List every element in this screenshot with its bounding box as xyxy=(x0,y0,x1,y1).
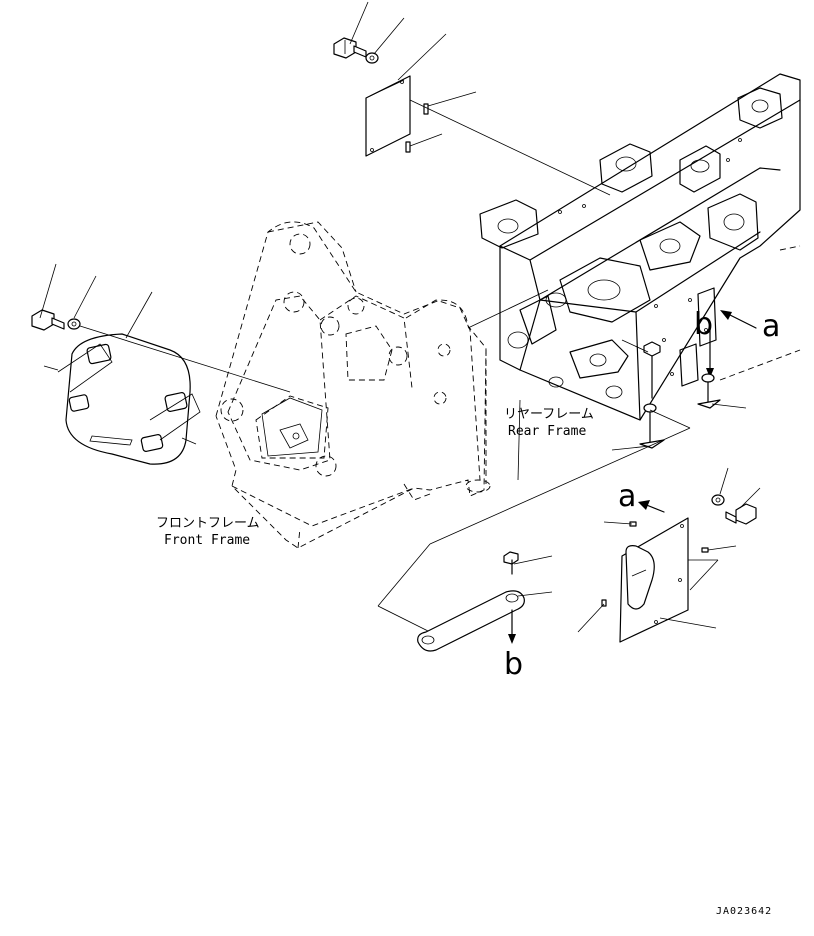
lower-washer xyxy=(711,494,725,506)
rear-frame-label-en: Rear Frame xyxy=(508,424,586,439)
front-frame-label-en: Front Frame xyxy=(164,533,250,548)
stay-bar-ref-b: b xyxy=(504,647,523,682)
lower-pin-2 xyxy=(701,547,709,553)
rear-frame-reference-arrows xyxy=(697,310,757,409)
stay-bar xyxy=(417,590,525,652)
top-bolt xyxy=(333,37,367,59)
top-pin-1 xyxy=(423,103,429,115)
left-washer xyxy=(67,318,81,330)
rear-frame-label-jp: リヤーフレーム xyxy=(504,407,594,422)
left-bolt xyxy=(31,309,65,331)
drawing-number: JA023642 xyxy=(716,906,772,917)
rear-frame-ref-a: a xyxy=(762,309,780,344)
lower-cover-ref-a: a xyxy=(618,479,636,514)
rear-frame-ref-b: b xyxy=(694,307,713,342)
rear-frame-bolt-assembly xyxy=(611,339,665,451)
top-cover-plate xyxy=(365,75,411,157)
top-pin-2 xyxy=(405,141,411,153)
front-frame-label-jp: フロントフレーム xyxy=(156,516,260,531)
lower-right-cover-assembly xyxy=(577,467,761,643)
top-cover-assembly xyxy=(333,1,611,196)
left-cover-assembly xyxy=(31,263,291,465)
rear-frame xyxy=(479,73,801,421)
lower-pin-3 xyxy=(601,599,607,607)
front-frame xyxy=(215,221,549,549)
top-washer xyxy=(365,52,379,64)
lower-stay-bar-assembly xyxy=(417,551,553,652)
